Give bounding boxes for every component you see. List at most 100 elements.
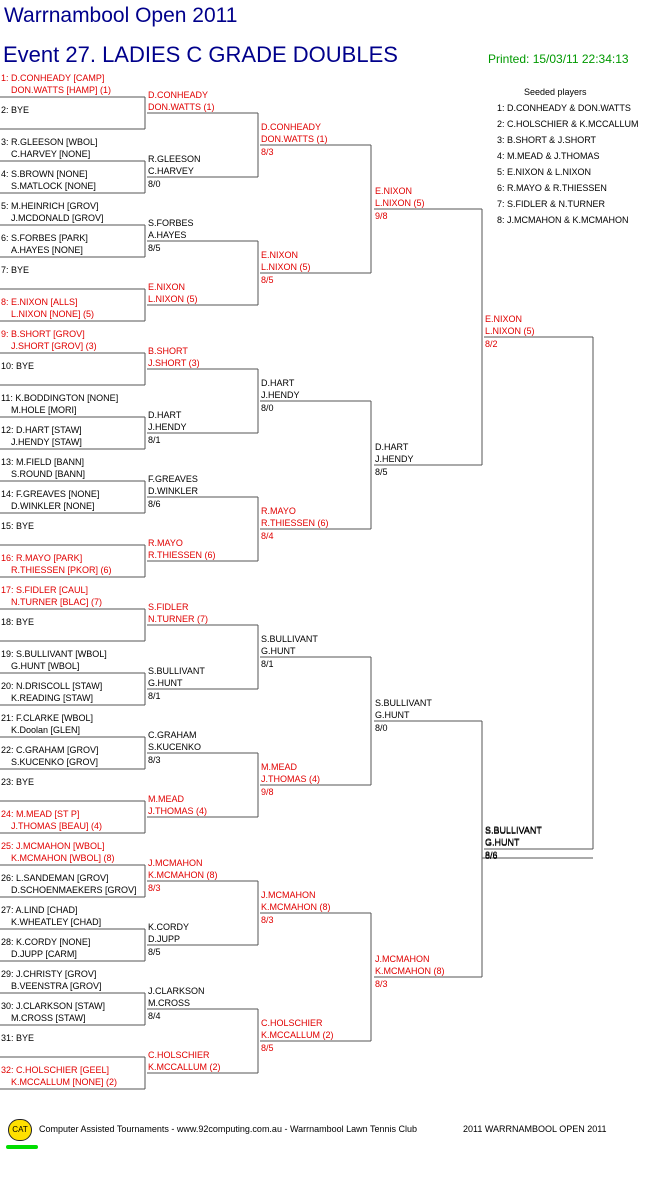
cat-logo: CAT [8, 1119, 32, 1141]
seeded-player-item: 8: J.MCMAHON & K.MCMAHON [497, 215, 629, 225]
r4-player-line2: K.MCMAHON (8) [375, 966, 445, 976]
r1-player-line1: 9: B.SHORT [GROV] [1, 329, 85, 339]
r5-player-line1: S.BULLIVANT [485, 826, 542, 836]
cat-logo-underline [6, 1145, 38, 1149]
r1-player-line2: B.VEENSTRA [GROV] [11, 981, 102, 991]
seeded-player-item: 2: C.HOLSCHIER & K.MCCALLUM [497, 119, 639, 129]
r1-player-line2: DON.WATTS [HAMP] (1) [11, 85, 111, 95]
r2-score: 8/4 [148, 1011, 161, 1021]
r2-score: 8/1 [148, 691, 161, 701]
r3-score: 8/1 [261, 659, 274, 669]
r3-score: 8/3 [261, 915, 274, 925]
r1-player-line1: 11: K.BODDINGTON [NONE] [1, 393, 119, 403]
r1-player-line2: J.SHORT [GROV] (3) [11, 341, 97, 351]
r4-player-line1: J.MCMAHON [375, 954, 430, 964]
r1-player-line2: S.ROUND [BANN] [11, 469, 86, 479]
event-title: Event 27. LADIES C GRADE DOUBLES [3, 42, 398, 67]
r1-player-line1: 17: S.FIDLER [CAUL] [1, 585, 89, 595]
r3-player-line1: D.HART [261, 378, 295, 388]
r2-player-line1: M.MEAD [148, 794, 184, 804]
r1-player-line1: 4: S.BROWN [NONE] [1, 169, 88, 179]
r3-player-line1: M.MEAD [261, 762, 297, 772]
seeded-player-item: 7: S.FIDLER & N.TURNER [497, 199, 606, 209]
r2-player-line1: D.CONHEADY [148, 90, 209, 100]
r1-player-line1: 23: BYE [1, 777, 35, 787]
r3-score: 8/4 [261, 531, 274, 541]
r1-player-line2: L.NIXON [NONE] (5) [11, 309, 95, 319]
r4-score: 8/0 [375, 723, 388, 733]
r4-player-line2: J.HENDY [375, 454, 414, 464]
r2-player-line2: J.THOMAS (4) [148, 806, 208, 816]
r1-player-line2: M.HOLE [MORI] [11, 405, 77, 415]
r1-player-line2: D.WINKLER [NONE] [11, 501, 95, 511]
r1-player-line1: 8: E.NIXON [ALLS] [1, 297, 78, 307]
r2-player-line1: F.GREAVES [148, 474, 198, 484]
r1-player-line1: 6: S.FORBES [PARK] [1, 233, 88, 243]
r4-score: 8/5 [375, 467, 388, 477]
r1-player-line1: 22: C.GRAHAM [GROV] [1, 745, 99, 755]
r3-player-line1: D.CONHEADY [261, 122, 322, 132]
r4-player-line1: D.HART [375, 442, 409, 452]
winner-line1: S.BULLIVANT [485, 825, 542, 835]
r5-score: 8/2 [485, 339, 498, 349]
r2-player-line2: C.HARVEY [148, 166, 194, 176]
seeded-players-title: Seeded players [524, 87, 587, 97]
r1-player-line2: R.THIESSEN [PKOR] (6) [11, 565, 112, 575]
r2-player-line1: R.MAYO [148, 538, 183, 548]
r2-player-line2: J.HENDY [148, 422, 187, 432]
r3-score: 8/0 [261, 403, 274, 413]
r2-score: 8/3 [148, 755, 161, 765]
r3-player-line2: K.MCMAHON (8) [261, 902, 331, 912]
r1-player-line1: 20: N.DRISCOLL [STAW] [1, 681, 103, 691]
r3-player-line1: C.HOLSCHIER [261, 1018, 323, 1028]
r3-player-line2: R.THIESSEN (6) [261, 518, 329, 528]
r2-score: 8/3 [148, 883, 161, 893]
r1-player-line2: J.MCDONALD [GROV] [11, 213, 104, 223]
r2-player-line1: K.CORDY [148, 922, 190, 932]
r4-score: 8/3 [375, 979, 388, 989]
r3-score: 8/3 [261, 147, 274, 157]
r1-player-line2: D.JUPP [CARM] [11, 949, 77, 959]
r2-player-line1: D.HART [148, 410, 182, 420]
r3-player-line2: K.MCCALLUM (2) [261, 1030, 334, 1040]
r5-player-line2: G.HUNT [485, 838, 520, 848]
r1-player-line1: 3: R.GLEESON [WBOL] [1, 137, 98, 147]
r4-player-line2: L.NIXON (5) [375, 198, 425, 208]
r1-player-line2: K.MCMAHON [WBOL] (8) [11, 853, 115, 863]
r1-player-line1: 28: K.CORDY [NONE] [1, 937, 91, 947]
r2-score: 8/1 [148, 435, 161, 445]
r2-player-line2: G.HUNT [148, 678, 183, 688]
r1-player-line2: D.SCHOENMAEKERS [GROV] [11, 885, 137, 895]
r1-player-line2: S.KUCENKO [GROV] [11, 757, 99, 767]
r3-player-line2: J.HENDY [261, 390, 300, 400]
r1-player-line1: 29: J.CHRISTY [GROV] [1, 969, 97, 979]
r2-score: 8/5 [148, 243, 161, 253]
r2-player-line2: M.CROSS [148, 998, 191, 1008]
r1-player-line1: 21: F.CLARKE [WBOL] [1, 713, 94, 723]
r3-score: 9/8 [261, 787, 274, 797]
r2-player-line1: R.GLEESON [148, 154, 201, 164]
r1-player-line1: 5: M.HEINRICH [GROV] [1, 201, 99, 211]
r1-player-line1: 31: BYE [1, 1033, 35, 1043]
r1-player-line1: 1: D.CONHEADY [CAMP] [1, 73, 105, 83]
r4-player-line2: G.HUNT [375, 710, 410, 720]
r2-player-line2: D.JUPP [148, 934, 181, 944]
r3-score: 8/5 [261, 275, 274, 285]
r1-player-line1: 26: L.SANDEMAN [GROV] [1, 873, 109, 883]
r2-player-line1: J.CLARKSON [148, 986, 205, 996]
r3-score: 8/5 [261, 1043, 274, 1053]
seeded-player-item: 1: D.CONHEADY & DON.WATTS [497, 103, 631, 113]
r3-player-line1: S.BULLIVANT [261, 634, 318, 644]
r2-player-line2: N.TURNER (7) [148, 614, 208, 624]
r1-player-line2: M.CROSS [STAW] [11, 1013, 86, 1023]
r5-score: 8/6 [485, 851, 498, 861]
r1-player-line1: 19: S.BULLIVANT [WBOL] [1, 649, 107, 659]
r2-score: 8/6 [148, 499, 161, 509]
r2-player-line2: A.HAYES [148, 230, 187, 240]
footer-event-name: 2011 WARRNAMBOOL OPEN 2011 [463, 1124, 607, 1134]
r1-player-line1: 13: M.FIELD [BANN] [1, 457, 85, 467]
r1-player-line2: K.MCCALLUM [NONE] (2) [11, 1077, 118, 1087]
r2-player-line1: S.BULLIVANT [148, 666, 205, 676]
seeded-player-item: 4: M.MEAD & J.THOMAS [497, 151, 600, 161]
r1-player-line2: J.THOMAS [BEAU] (4) [11, 821, 103, 831]
